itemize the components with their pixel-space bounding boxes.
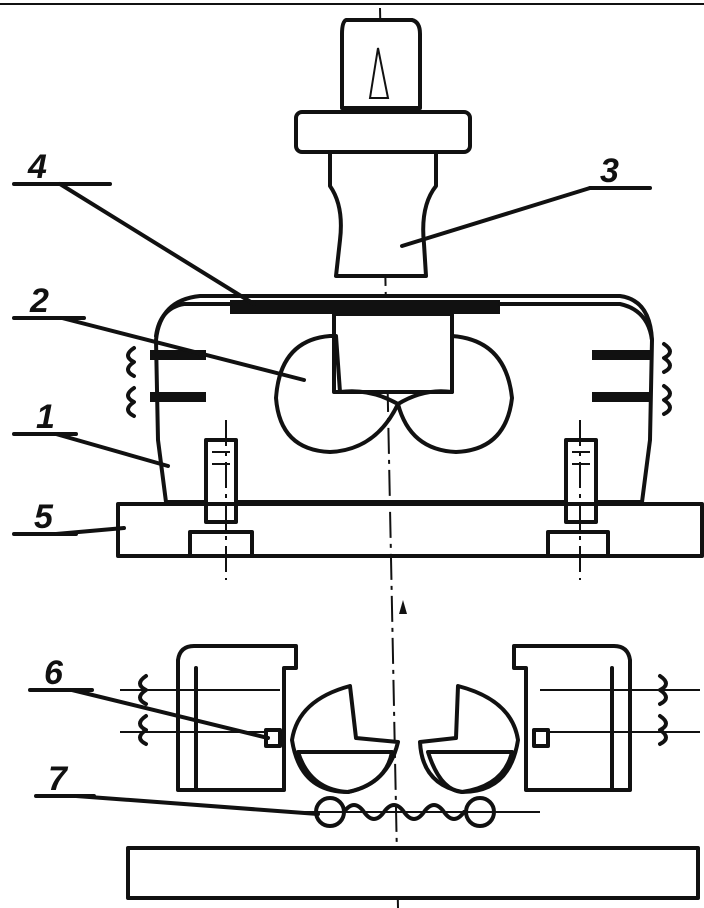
label-part-6: 6 [44, 654, 64, 692]
workpiece-strip-part-4 [154, 300, 654, 342]
label-part-3: 3 [600, 152, 619, 190]
label-part-1: 1 [36, 398, 55, 436]
return-spring-part-7 [280, 796, 540, 828]
label-part-4: 4 [27, 148, 47, 186]
mounting-bolts [204, 438, 598, 524]
label-part-2: 2 [29, 282, 49, 320]
lower-assembly [120, 644, 700, 900]
rotary-die-halves [274, 334, 514, 454]
label-part-5: 5 [34, 498, 54, 536]
die-halves-part-6 [264, 684, 550, 794]
spring-pins-part-2 [126, 342, 672, 418]
punch-part-3 [294, 18, 472, 278]
label-part-7: 7 [48, 760, 69, 798]
leader-lines [12, 182, 652, 816]
